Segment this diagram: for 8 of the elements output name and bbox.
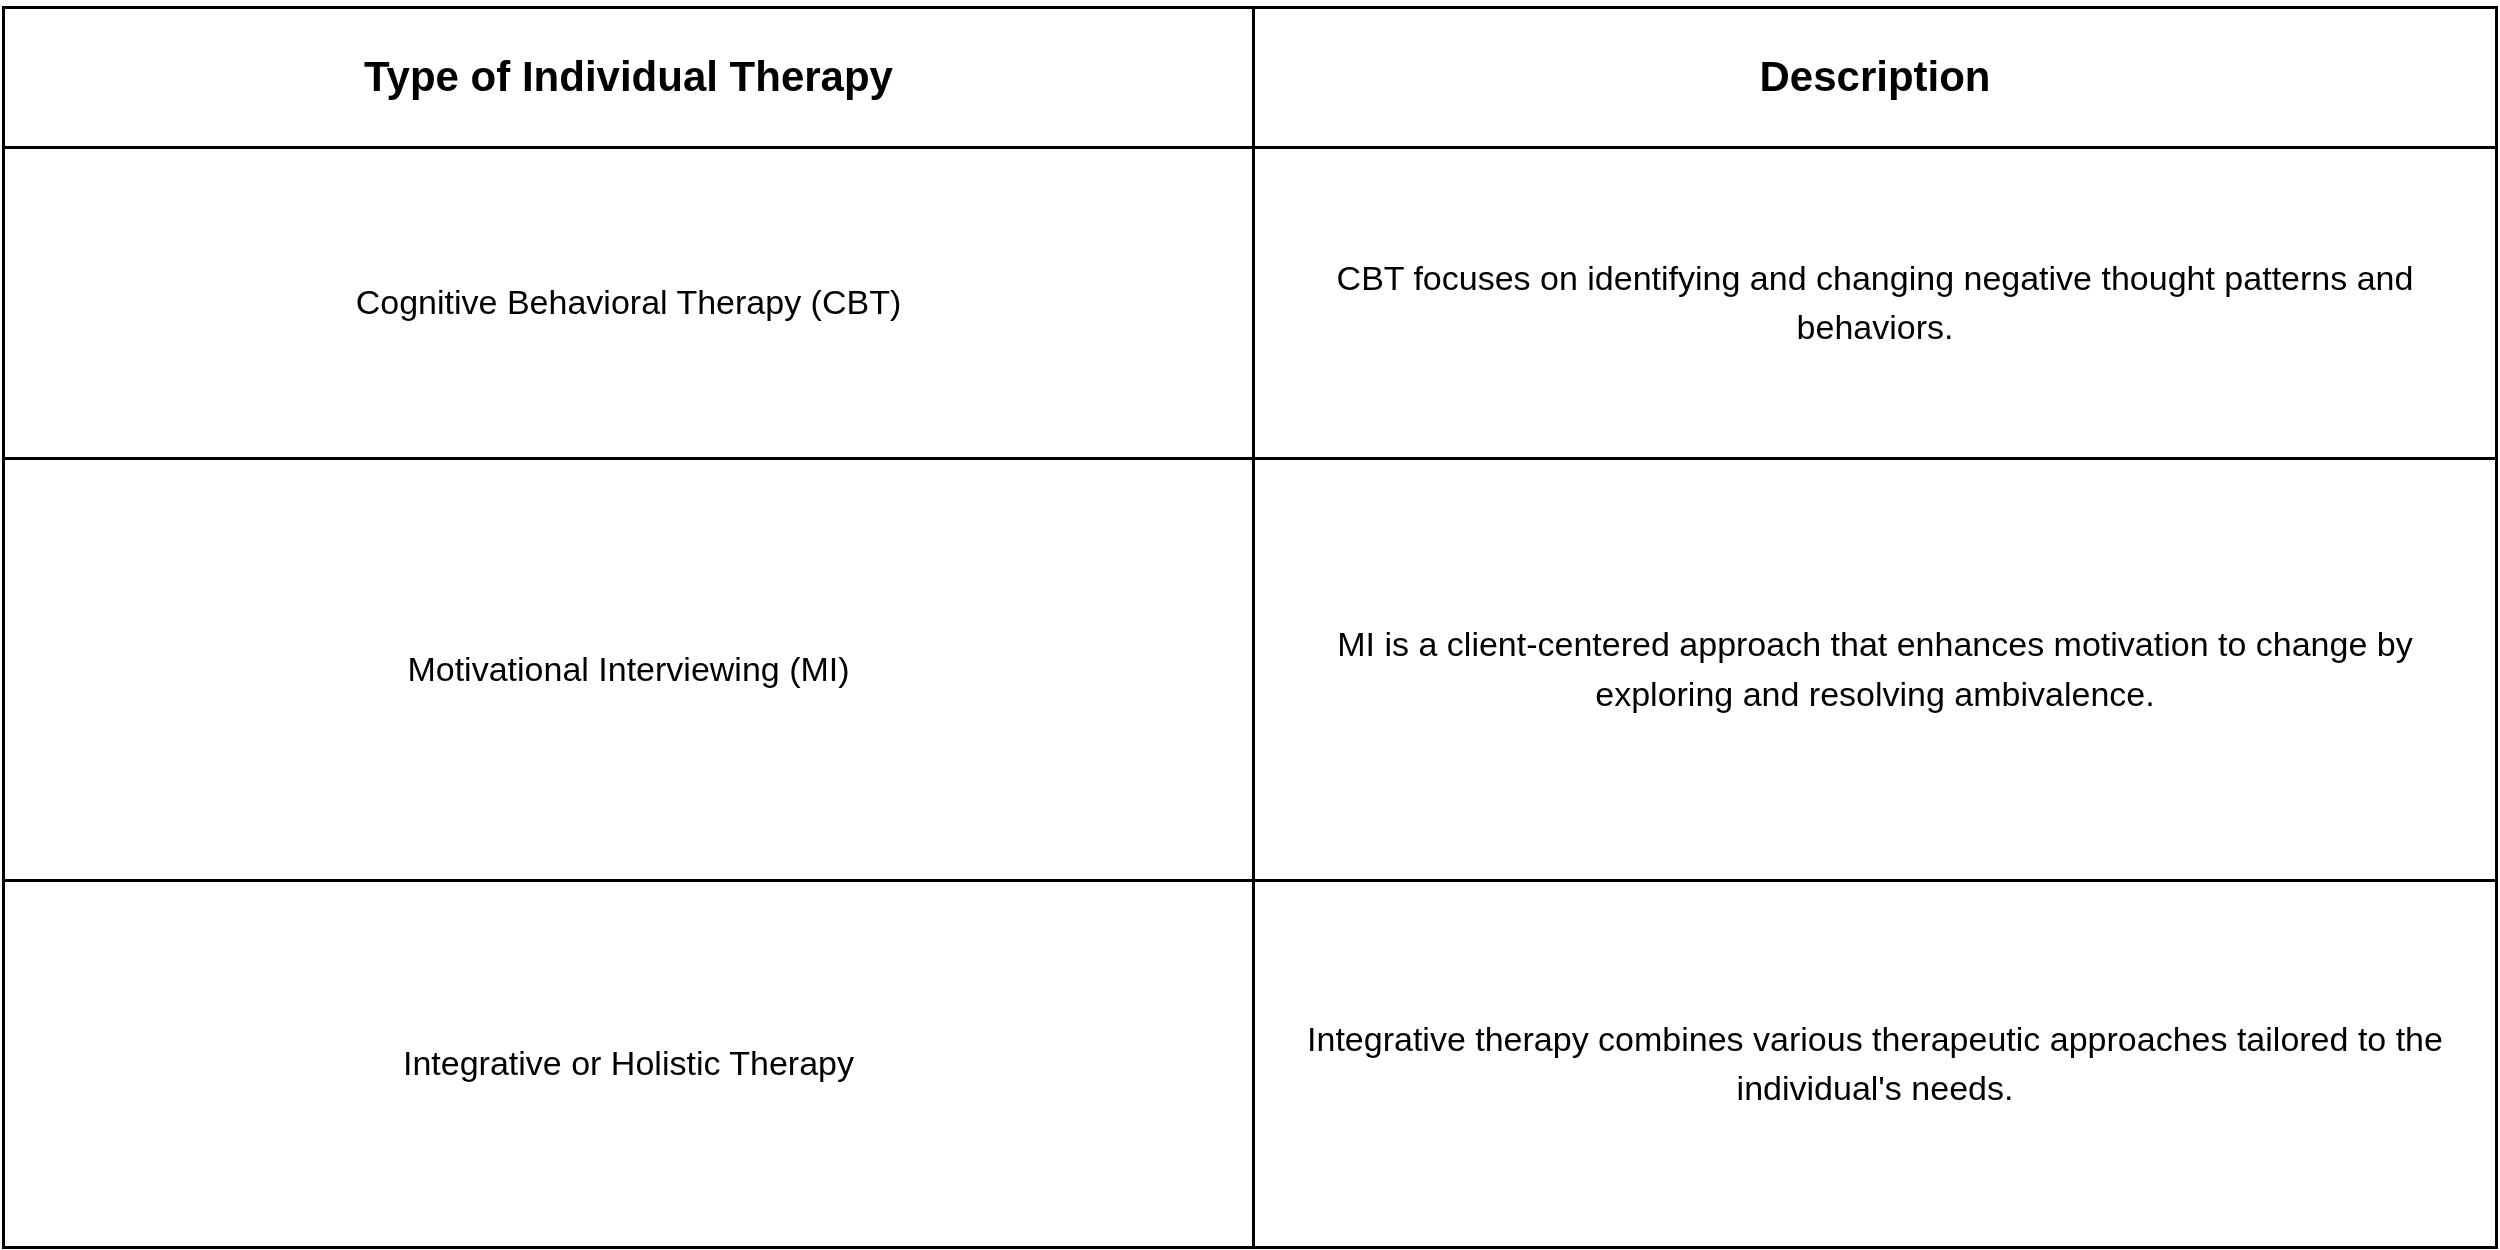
table-text: Motivational Interviewing (MI) [5,460,1255,882]
table-text: Integrative or Holistic Therapy [5,882,1255,1249]
table-text: Cognitive Behavioral Therapy (CBT) [5,149,1255,460]
table-text: Integrative therapy combines various therapeutic approaches tailored to the individual's needs. [1255,882,2498,1249]
table-text: MI is a client-centered approach that enhances motivation to change by exploring and resolving ambivalence. [1255,460,2498,882]
column-header: Type of Individual Therapy [5,9,1255,149]
table-text: CBT focuses on identifying and changing negative thought patterns and behaviors. [1255,149,2498,460]
column-header: Description [1255,9,2498,149]
